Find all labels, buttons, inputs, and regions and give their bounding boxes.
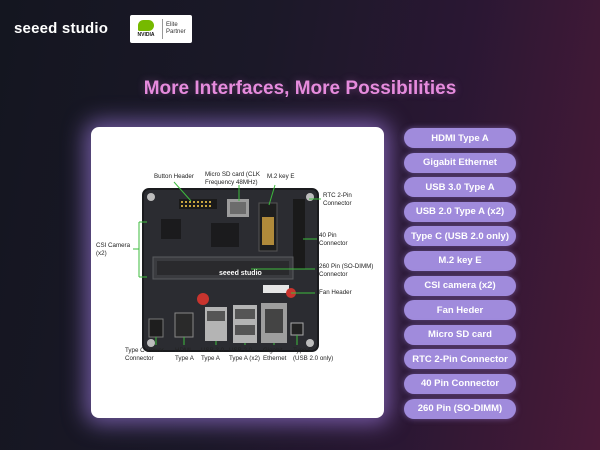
- feature-pill: M.2 key E: [404, 250, 516, 271]
- callout-fan-header: Fan Header: [319, 289, 352, 296]
- board-silkscreen: seeed studio: [219, 270, 262, 277]
- brand-logo: seeed studio: [14, 20, 109, 37]
- feature-pill: USB 3.0 Type A: [404, 177, 516, 198]
- board-illustration: seeed studio: [133, 181, 321, 352]
- callout-260-pin: 260 Pin (SO-DIMM)Connector: [319, 263, 374, 278]
- callout-m2-key-e: M.2 key E: [267, 173, 295, 180]
- partner-line2: Partner: [166, 29, 186, 35]
- callout-csi-camera: CSI Camera(x2): [96, 242, 131, 257]
- feature-pill: Fan Heder: [404, 300, 516, 321]
- feature-pill: HDMI Type A: [404, 128, 516, 148]
- feature-pill: Type C (USB 2.0 only): [404, 226, 516, 247]
- callout-button-header: Button Header: [154, 173, 194, 180]
- feature-pill: Gigabit Ethernet: [404, 152, 516, 173]
- nvidia-partner-badge: NVIDIA Elite Partner: [130, 15, 192, 43]
- feature-pill: CSI camera (x2): [404, 275, 516, 296]
- feature-list: HDMI Type A Gigabit Ethernet USB 3.0 Typ…: [404, 128, 516, 423]
- feature-pill: USB 2.0 Type A (x2): [404, 201, 516, 222]
- feature-pill: 260 Pin (SO-DIMM): [404, 398, 516, 419]
- page-headline: More Interfaces, More Possibilities: [143, 78, 457, 99]
- feature-pill: 40 Pin Connector: [404, 373, 516, 394]
- nvidia-logo: NVIDIA: [133, 18, 159, 40]
- feature-pill: RTC 2-Pin Connector: [404, 349, 516, 370]
- partner-line1: Elite: [166, 22, 178, 28]
- callout-type-c: Type C(USB 2.0 only): [293, 347, 334, 362]
- nvidia-eye-icon: [138, 20, 154, 31]
- board-diagram-card: seeed studio Button Header Micro SD card…: [91, 127, 384, 418]
- feature-pill: Micro SD card: [404, 324, 516, 345]
